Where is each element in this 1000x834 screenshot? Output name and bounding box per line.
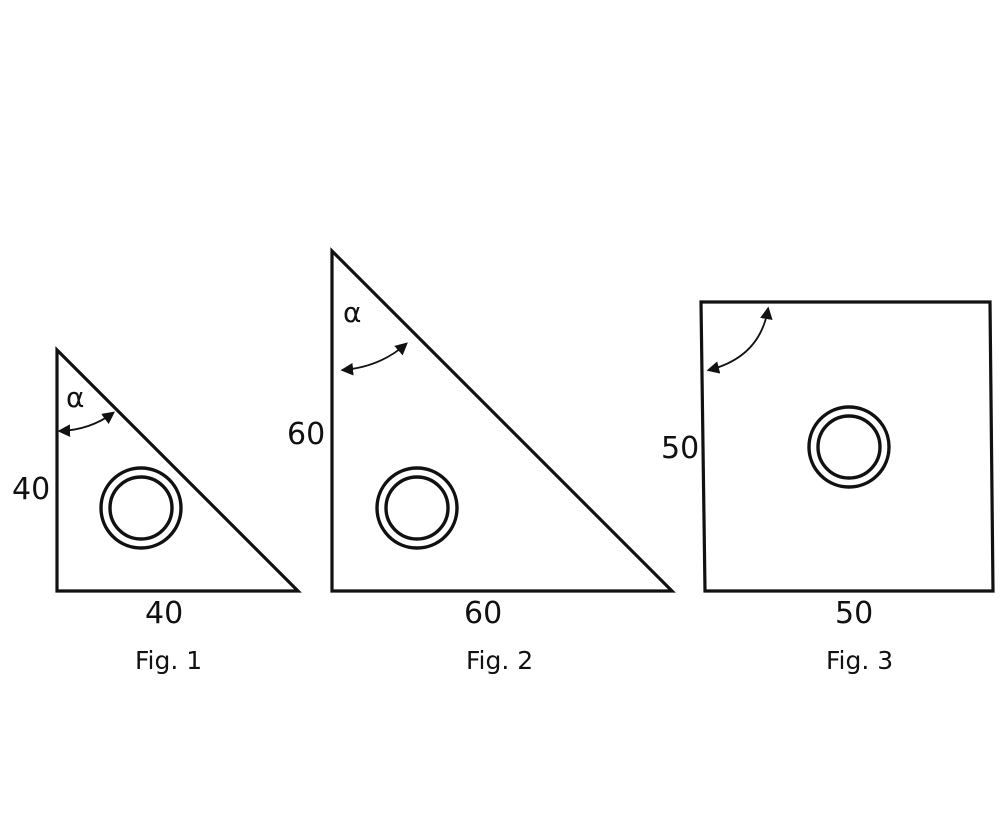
angle-arrow-fig3 bbox=[706, 306, 773, 374]
figure-1: α 40 40 Fig. 1 bbox=[12, 346, 302, 675]
base-dimension-fig3: 50 bbox=[835, 596, 873, 631]
figure-3: 50 50 Fig. 3 bbox=[661, 300, 995, 675]
angle-label-fig2: α bbox=[343, 296, 361, 329]
hole-outer-ring-fig1 bbox=[99, 466, 183, 550]
base-dimension-fig1: 40 bbox=[145, 596, 183, 631]
hole-outer-ring-fig3 bbox=[807, 405, 891, 489]
caption-fig1: Fig. 1 bbox=[135, 646, 202, 675]
triangle-outline-fig2 bbox=[330, 247, 676, 593]
hole-inner-ring-fig2 bbox=[384, 475, 450, 541]
side-dimension-fig3: 50 bbox=[661, 431, 699, 466]
angle-arrow-fig2 bbox=[340, 342, 408, 376]
caption-fig3: Fig. 3 bbox=[826, 646, 893, 675]
angle-arrow-fig1 bbox=[57, 411, 116, 437]
hole-inner-ring-fig1 bbox=[108, 475, 174, 541]
side-dimension-fig2: 60 bbox=[287, 417, 325, 452]
side-dimension-fig1: 40 bbox=[12, 472, 50, 507]
angle-label-fig1: α bbox=[66, 381, 84, 414]
figure-2: α 60 60 Fig. 2 bbox=[287, 247, 676, 675]
caption-fig2: Fig. 2 bbox=[466, 646, 533, 675]
triangle-outline-fig1 bbox=[55, 346, 302, 593]
base-dimension-fig2: 60 bbox=[464, 596, 502, 631]
hole-inner-ring-fig3 bbox=[816, 414, 882, 480]
square-outline-fig3 bbox=[699, 300, 995, 593]
hole-outer-ring-fig2 bbox=[375, 466, 459, 550]
